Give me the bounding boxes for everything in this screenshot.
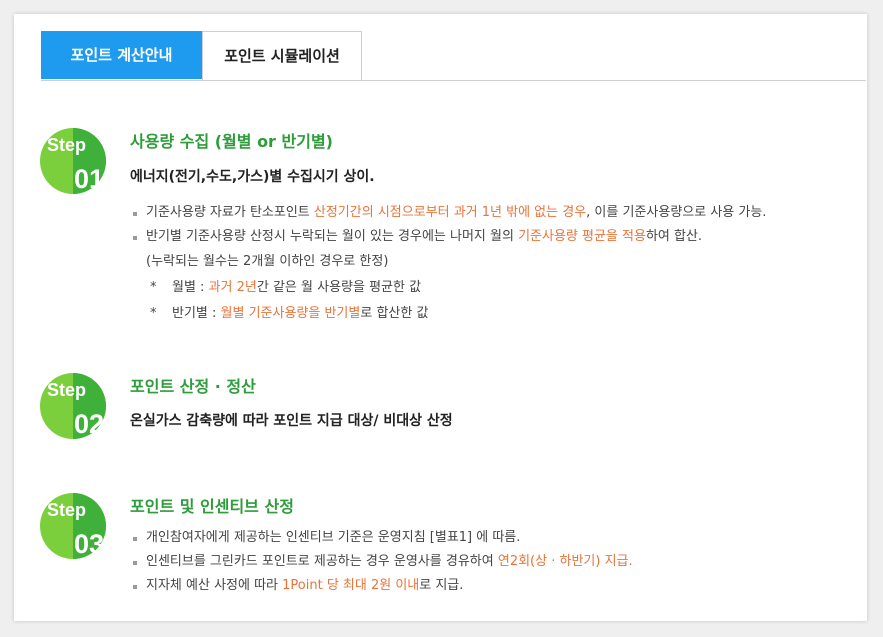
step-badge-icon: Step 03 — [40, 493, 106, 559]
step-01-bullet-list: 기준사용량 자료가 탄소포인트 산정기간의 시점으로부터 과거 1년 밖에 없는… — [130, 201, 860, 249]
step-02-section: Step 02 포인트 산정 · 정산 온실가스 감축량에 따라 포인트 지급 … — [39, 372, 859, 452]
list-item: 인센티브를 그린카드 포인트로 제공하는 경우 운영사를 경유하여 연2회(상 … — [130, 550, 860, 574]
content-card: 포인트 계산안내 포인트 시뮬레이션 Step 01 사용량 수집 (월별 or… — [14, 14, 867, 621]
step-badge-word: Step — [47, 380, 86, 400]
list-item: 기준사용량 자료가 탄소포인트 산정기간의 시점으로부터 과거 1년 밖에 없는… — [130, 201, 860, 225]
step-03-section: Step 03 포인트 및 인센티브 산정 개인참여자에게 제공하는 인센티브 … — [39, 492, 859, 607]
list-item: 개인참여자에게 제공하는 인센티브 기준은 운영지침 [별표1] 에 따름. — [130, 526, 860, 550]
step-title: 사용량 수집 (월별 or 반기별) — [130, 132, 333, 151]
tab-bar: 포인트 계산안내 포인트 시뮬레이션 — [41, 31, 866, 81]
list-item: 지자체 예산 사정에 따라 1Point 당 최대 2원 이내로 지급. — [130, 574, 860, 598]
step-description: 에너지(전기,수도,가스)별 수집시기 상이. — [130, 169, 375, 185]
tab-point-simulation[interactable]: 포인트 시뮬레이션 — [202, 31, 362, 80]
list-item: *반기별 : 월별 기준사용량을 반기별로 합산한 값 — [150, 306, 429, 321]
step-badge-word: Step — [47, 500, 86, 520]
step-description: 온실가스 감축량에 따라 포인트 지급 대상/ 비대상 산정 — [130, 413, 453, 429]
step-badge-icon: Step 01 — [40, 128, 106, 194]
list-item: *월별 : 과거 2년간 같은 월 사용량을 평균한 값 — [150, 280, 422, 295]
list-item: 반기별 기준사용량 산정시 누락되는 월이 있는 경우에는 나머지 월의 기준사… — [130, 225, 860, 249]
step-badge-number: 03 — [74, 529, 104, 559]
step-title: 포인트 산정 · 정산 — [130, 377, 256, 396]
step-badge-word: Step — [47, 135, 86, 155]
step-badge-number: 01 — [74, 164, 104, 194]
missing-month-note: (누락되는 월수는 2개월 이하인 경우로 한정) — [146, 254, 389, 269]
step-badge-number: 02 — [74, 409, 104, 439]
step-01-section: Step 01 사용량 수집 (월별 or 반기별) 에너지(전기,수도,가스)… — [39, 127, 859, 342]
step-badge-icon: Step 02 — [40, 373, 106, 439]
tab-point-calculation-guide[interactable]: 포인트 계산안내 — [41, 31, 202, 79]
step-03-bullet-list: 개인참여자에게 제공하는 인센티브 기준은 운영지침 [별표1] 에 따름. 인… — [130, 526, 860, 598]
step-title: 포인트 및 인센티브 산정 — [130, 497, 294, 516]
